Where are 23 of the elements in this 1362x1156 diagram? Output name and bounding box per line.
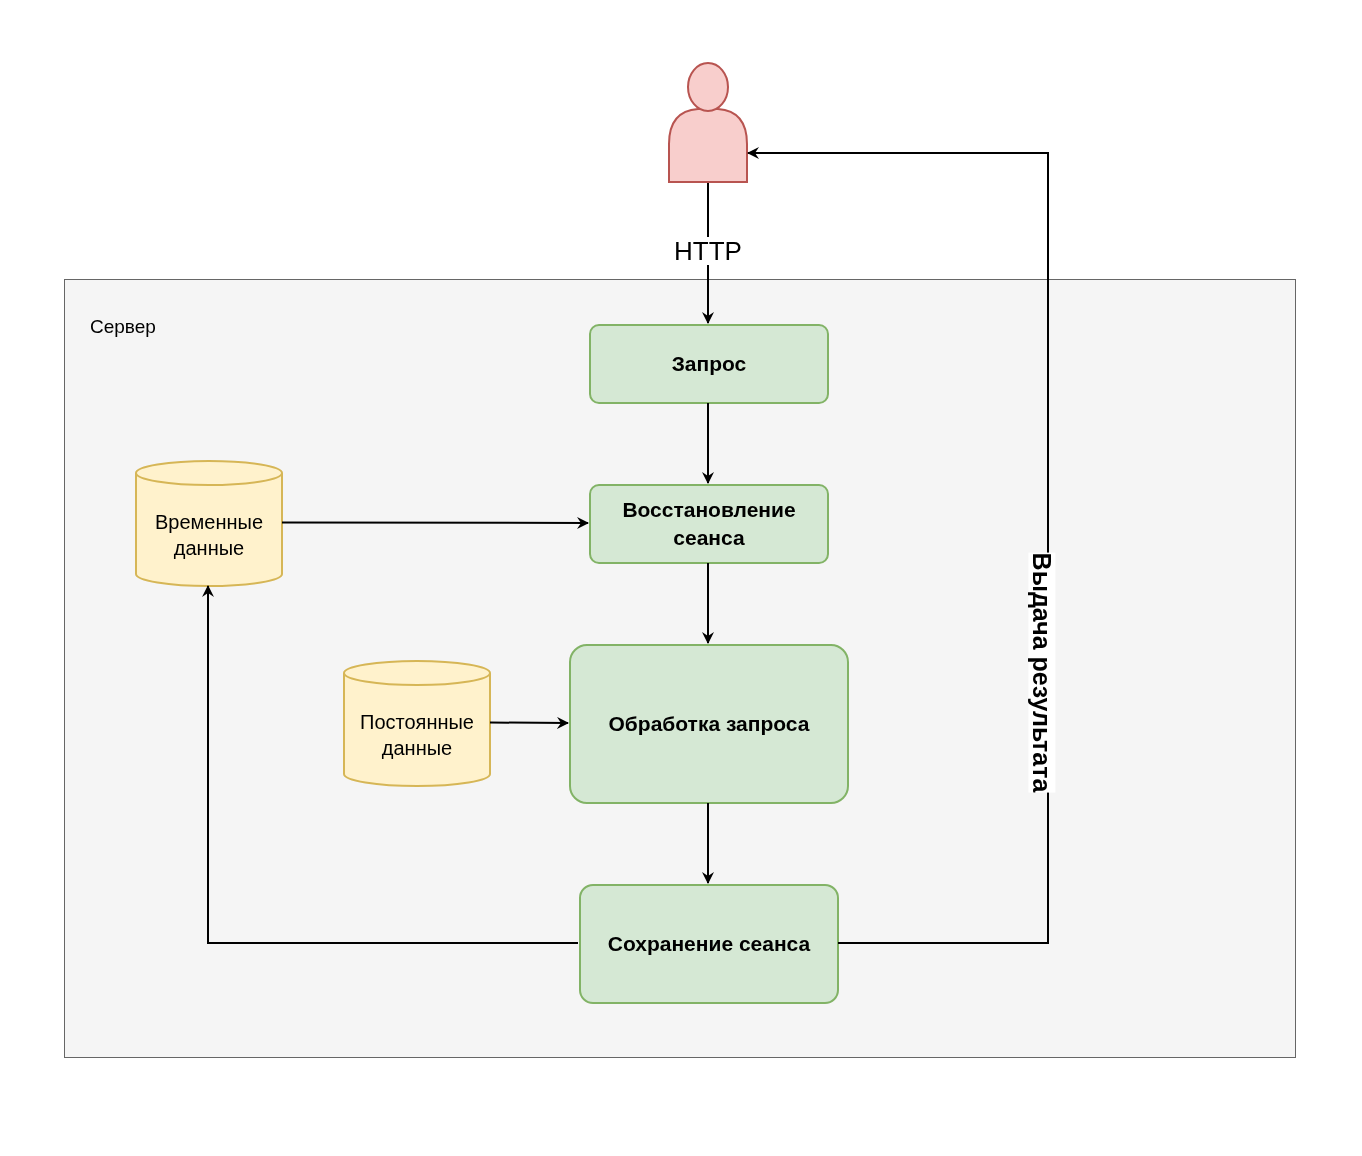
server-container xyxy=(64,279,1296,1058)
arrow xyxy=(702,562,714,644)
process-box xyxy=(569,644,849,804)
container-label: Сервер xyxy=(90,316,156,338)
edge-label: HTTP xyxy=(674,237,742,265)
database-label: Временные данные xyxy=(153,509,264,561)
arrow xyxy=(202,585,579,944)
database-cylinder xyxy=(135,460,283,587)
process-label: Запрос xyxy=(670,351,748,377)
database-label: Постоянные данные xyxy=(359,709,475,761)
arrow xyxy=(281,517,589,529)
edge-label: Выдача результата xyxy=(1028,552,1056,792)
person-figure xyxy=(668,62,748,183)
arrow xyxy=(702,802,714,884)
process-box xyxy=(579,884,839,1004)
arrow xyxy=(489,716,569,729)
process-box xyxy=(589,484,829,564)
arrow xyxy=(702,402,714,484)
process-label: Восстановление сеанса xyxy=(621,497,797,551)
process-box xyxy=(589,324,829,404)
process-label: Сохранение сеанса xyxy=(606,931,812,957)
process-label: Обработка запроса xyxy=(607,711,811,737)
database-cylinder xyxy=(343,660,491,787)
